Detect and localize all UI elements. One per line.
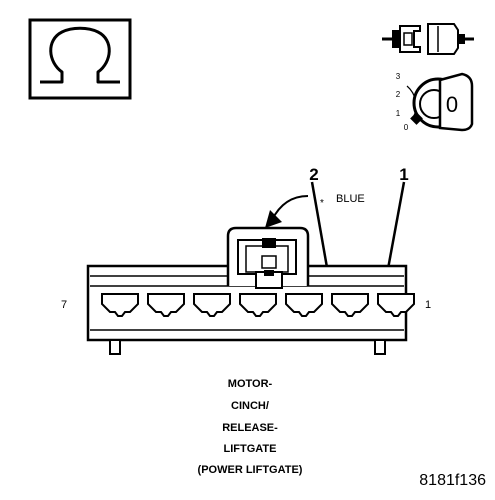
color-marker-asterisk: * xyxy=(320,198,324,209)
ohmmeter-symbol-icon xyxy=(28,18,132,100)
pin-cavity xyxy=(239,293,277,317)
callout-label-1: 1 xyxy=(399,165,408,184)
pin-cavity xyxy=(101,293,139,317)
pin-label-right: 1 xyxy=(425,299,431,311)
pin-cavity xyxy=(377,293,415,317)
key-cylinder-label: 0 xyxy=(446,92,458,117)
pin-cavity xyxy=(331,293,369,317)
key-position-2: 2 xyxy=(396,90,401,99)
pin-label-left: 7 xyxy=(61,299,67,311)
connector-lock-tab xyxy=(226,226,310,289)
key-position-1: 1 xyxy=(396,109,401,118)
key-position-3: 3 xyxy=(396,72,401,81)
callout-label-2: 2 xyxy=(309,165,318,184)
connector-color-label: BLUE xyxy=(336,193,365,205)
connector-disconnect-icon xyxy=(382,23,474,55)
caption-line: RELEASE- xyxy=(222,422,278,434)
caption-line: LIFTGATE xyxy=(224,443,277,455)
caption-line: CINCH/ xyxy=(231,400,269,412)
ignition-key-off-icon: 3 2 1 0 0 xyxy=(396,72,474,132)
pin-cavity xyxy=(285,293,323,317)
connector-caption: MOTOR- CINCH/ RELEASE- LIFTGATE (POWER L… xyxy=(198,378,303,476)
pin-cavities xyxy=(101,293,415,317)
pin-cavity xyxy=(193,293,231,317)
key-position-0: 0 xyxy=(404,123,409,132)
caption-line: (POWER LIFTGATE) xyxy=(198,464,303,476)
pin-cavity xyxy=(147,293,185,317)
caption-line: MOTOR- xyxy=(228,378,273,390)
figure-id: 8181f136 xyxy=(419,472,486,489)
